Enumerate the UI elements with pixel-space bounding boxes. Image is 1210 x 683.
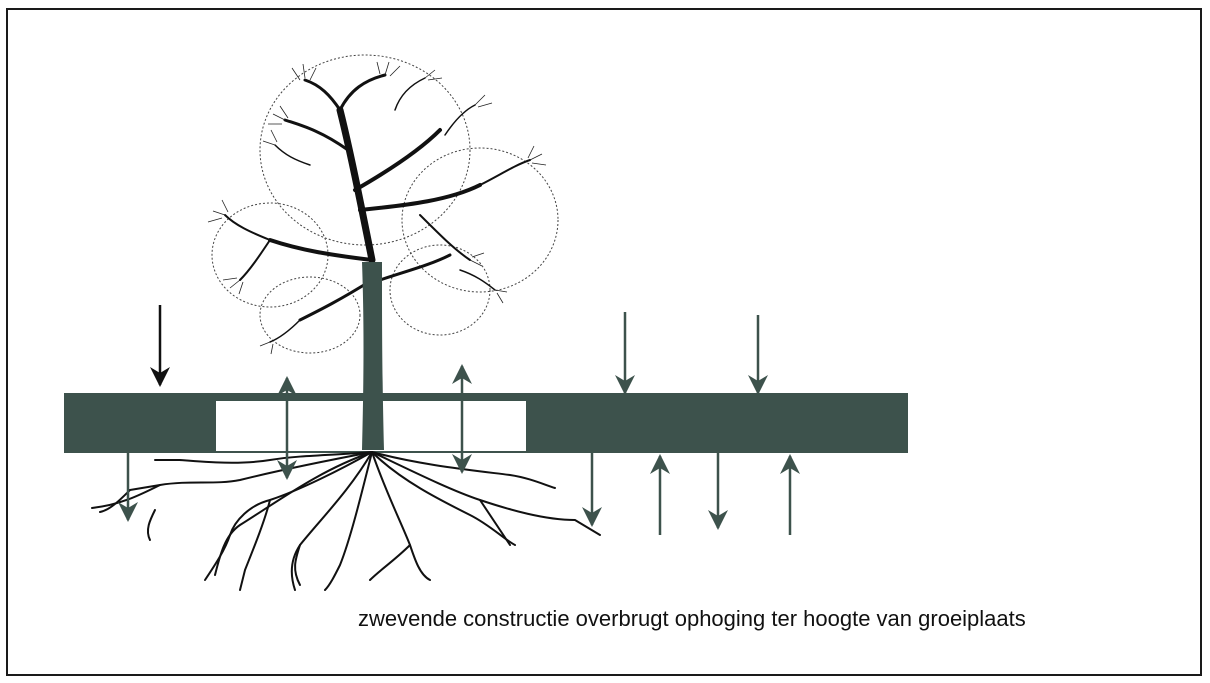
canopy-lobe-top — [259, 54, 471, 246]
diagram-frame — [6, 8, 1202, 676]
tree-branches — [224, 73, 531, 343]
slab-left — [64, 393, 216, 451]
tree-canopy — [207, 54, 559, 355]
tree-trunk — [362, 262, 384, 450]
tree-roots — [91, 451, 601, 591]
floating-construction — [64, 393, 908, 453]
load-arrows — [118, 305, 800, 535]
canopy-lobe-lower-right — [389, 244, 491, 336]
diagram-caption: zwevende constructie overbrugt ophoging … — [358, 606, 1026, 631]
canopy-lobe-right — [401, 147, 559, 293]
slab-bridge-top — [216, 393, 526, 401]
canopy-lobe-lower-left — [259, 276, 361, 354]
slab-right — [526, 393, 908, 451]
tree-twigs — [207, 61, 547, 355]
